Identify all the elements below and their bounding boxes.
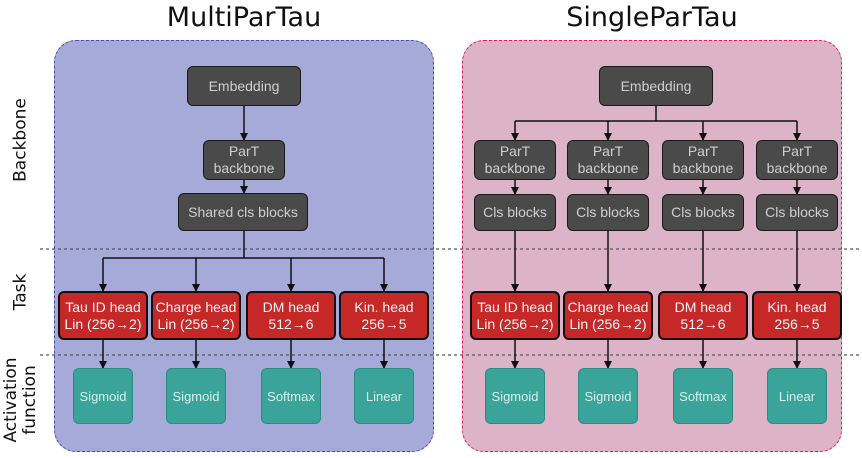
single-activation-linear: Linear — [767, 368, 827, 424]
multi-activation-sigmoid-1: Sigmoid — [73, 368, 133, 424]
row-label-task: Task — [10, 273, 31, 311]
singlepartau-title: SingleParTau — [566, 2, 738, 33]
multipartau-title: MultiParTau — [166, 2, 322, 33]
single-cls-blocks-3: Cls blocks — [662, 194, 744, 231]
multi-embedding-box: Embedding — [187, 66, 301, 106]
multi-head-tau-id: Tau ID head Lin (256→2) — [58, 291, 148, 340]
single-head-charge: Charge head Lin (256→2) — [563, 291, 653, 340]
multi-head-charge: Charge head Lin (256→2) — [151, 291, 241, 340]
single-part-backbone-1: ParT backbone — [474, 140, 556, 180]
multi-head-kin: Kin. head 256→5 — [339, 291, 429, 340]
multi-activation-linear: Linear — [354, 368, 414, 424]
row-label-backbone: Backbone — [10, 98, 31, 182]
single-embedding-box: Embedding — [599, 66, 713, 106]
single-activation-sigmoid-2: Sigmoid — [578, 368, 638, 424]
multi-head-dm: DM head 512→6 — [246, 291, 336, 340]
multi-shared-cls-box: Shared cls blocks — [178, 193, 308, 231]
multi-part-backbone-box: ParT backbone — [203, 140, 285, 180]
single-part-backbone-3: ParT backbone — [662, 140, 744, 180]
single-activation-sigmoid-1: Sigmoid — [485, 368, 545, 424]
row-label-activation: Activation function — [1, 357, 40, 443]
single-cls-blocks-1: Cls blocks — [474, 194, 556, 231]
single-head-tau-id: Tau ID head Lin (256→2) — [470, 291, 560, 340]
single-activation-softmax: Softmax — [673, 368, 733, 424]
multi-activation-softmax: Softmax — [261, 368, 321, 424]
single-part-backbone-2: ParT backbone — [567, 140, 649, 180]
multi-activation-sigmoid-2: Sigmoid — [166, 368, 226, 424]
single-head-dm: DM head 512→6 — [658, 291, 748, 340]
single-cls-blocks-4: Cls blocks — [756, 194, 838, 231]
single-cls-blocks-2: Cls blocks — [567, 194, 649, 231]
single-head-kin: Kin. head 256→5 — [752, 291, 842, 340]
single-part-backbone-4: ParT backbone — [756, 140, 838, 180]
